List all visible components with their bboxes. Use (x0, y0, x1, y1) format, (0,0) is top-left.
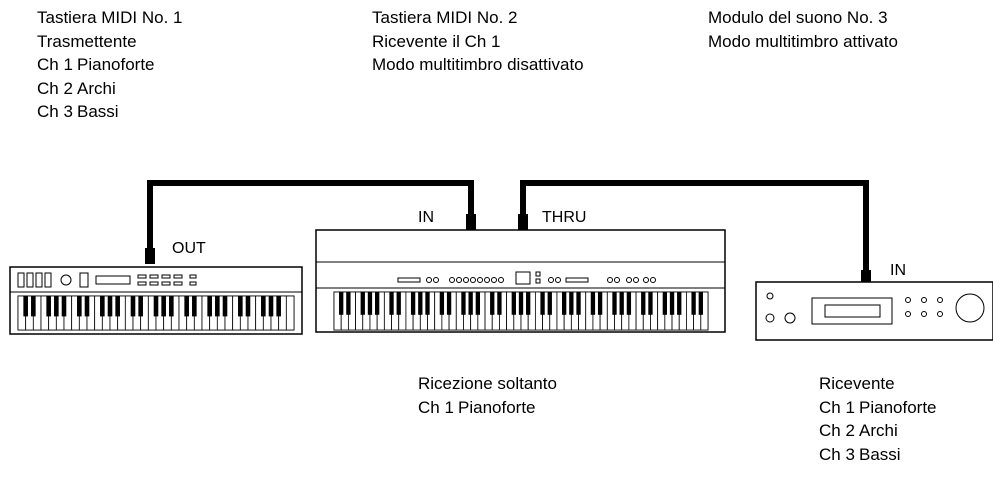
black-key (130, 296, 136, 317)
black-key (84, 296, 90, 317)
black-key (360, 292, 365, 315)
midi-cables (147, 180, 869, 280)
black-key (339, 292, 344, 315)
black-key (475, 292, 481, 315)
keyboard1-keys (17, 295, 295, 331)
black-key (23, 296, 28, 317)
keyboard1-role: Trasmettente (37, 31, 137, 51)
black-key (590, 292, 596, 315)
black-key (207, 296, 212, 317)
cable-out-to-in (147, 180, 474, 262)
cable-plugs (145, 214, 871, 284)
black-key (138, 296, 143, 317)
black-key (31, 296, 36, 317)
black-key (161, 296, 166, 317)
module3-label: Modulo del suono No. 3 Modo multitimbro … (708, 6, 898, 53)
black-key (626, 292, 632, 315)
black-key (389, 292, 394, 315)
black-key (153, 296, 159, 317)
black-key (698, 292, 703, 315)
black-key (268, 296, 274, 317)
black-key (425, 292, 430, 315)
keyboard2-title: Tastiera MIDI No. 2 (372, 8, 518, 27)
keyboard2-receive-title: Ricezione soltanto (418, 374, 557, 393)
black-key (222, 296, 228, 317)
module3-instrument-icon (755, 281, 993, 341)
keyboard2-instrument-icon (315, 229, 726, 333)
black-key (461, 292, 466, 315)
black-key (77, 296, 82, 317)
black-key (677, 292, 682, 315)
black-key (396, 292, 401, 315)
keyboard1-title: Tastiera MIDI No. 1 (37, 8, 183, 27)
black-key (261, 296, 266, 317)
black-key (115, 296, 120, 317)
black-key (619, 292, 624, 315)
black-key (518, 292, 524, 315)
keyboard2-in-port-label: IN (418, 209, 434, 226)
keyboard2-keys (333, 291, 709, 331)
module3-mode: Modo multitimbro attivato (708, 31, 898, 51)
black-key (100, 296, 105, 317)
black-key (497, 292, 502, 315)
black-key (169, 296, 174, 317)
black-key (245, 296, 251, 317)
black-key (184, 296, 189, 317)
black-key (367, 292, 373, 315)
module3-title: Modulo del suono No. 3 (708, 8, 888, 27)
black-key (511, 292, 516, 315)
black-key (61, 296, 67, 317)
black-key (662, 292, 668, 315)
black-key (107, 296, 113, 317)
black-key (691, 292, 696, 315)
keyboard2-role: Ricevente il Ch 1 (372, 31, 501, 51)
keyboard2-label: Tastiera MIDI No. 2 Ricevente il Ch 1 Mo… (372, 6, 584, 77)
black-key (238, 296, 243, 317)
keyboard1-instrument-icon (9, 266, 303, 335)
black-key (569, 292, 574, 315)
keyboard1-out-port-label: OUT (172, 240, 206, 257)
black-key (468, 292, 473, 315)
black-key (346, 292, 351, 315)
black-key (276, 296, 281, 317)
black-key (561, 292, 567, 315)
black-key (641, 292, 646, 315)
black-key (648, 292, 653, 315)
module3-in-port-label: IN (890, 262, 906, 279)
black-key (418, 292, 423, 315)
black-key (446, 292, 452, 315)
keyboard2-thru-port-label: THRU (542, 209, 587, 226)
black-key (669, 292, 675, 315)
black-key (490, 292, 495, 315)
black-key (597, 292, 603, 315)
module3-receive-title: Ricevente (819, 374, 895, 393)
black-key (526, 292, 531, 315)
black-key (374, 292, 380, 315)
black-key (576, 292, 581, 315)
cable-thru-to-in (520, 180, 869, 280)
black-key (439, 292, 445, 315)
black-key (54, 296, 59, 317)
black-key (410, 292, 416, 315)
black-key (192, 296, 197, 317)
black-key (46, 296, 51, 317)
white-key (285, 295, 295, 331)
black-key (215, 296, 220, 317)
black-key (547, 292, 552, 315)
black-key (540, 292, 545, 315)
keyboard2-mode: Modo multitimbro disattivato (372, 55, 584, 74)
black-key (612, 292, 617, 315)
